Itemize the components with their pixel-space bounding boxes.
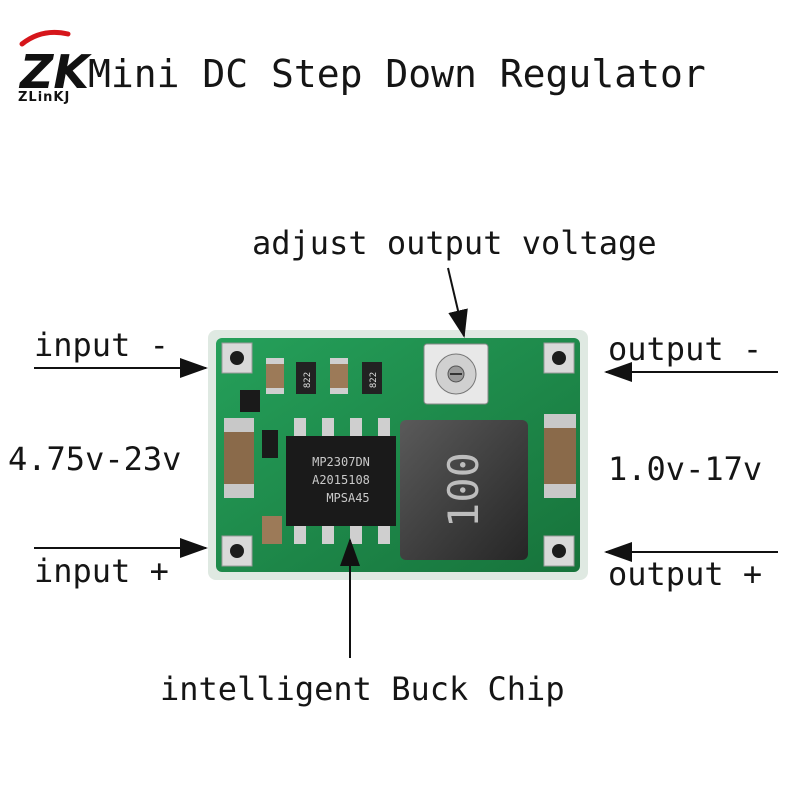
output-pos-pad xyxy=(543,535,575,567)
brand-logo-text: ZLinKJ xyxy=(18,90,71,105)
page-title: Mini DC Step Down Regulator xyxy=(88,52,706,96)
resistor-822-2: 822 xyxy=(362,362,382,394)
input-pos-label: input + xyxy=(34,552,169,590)
buck-chip-label: intelligent Buck Chip xyxy=(160,670,565,708)
resistor-822-1: 822 xyxy=(296,362,316,394)
output-neg-label: output - xyxy=(608,330,763,368)
chip-line-2: A2015108 xyxy=(312,473,370,487)
input-pos-pad xyxy=(221,535,253,567)
output-neg-pad xyxy=(543,342,575,374)
smd-part-left-1 xyxy=(262,430,278,458)
inductor-marking: 100 xyxy=(439,452,488,528)
potentiometer xyxy=(423,343,489,405)
input-capacitor xyxy=(224,418,254,498)
adjust-voltage-label: adjust output voltage xyxy=(252,224,657,262)
inductor: 100 xyxy=(400,420,528,560)
brand-logo-icon: ZK xyxy=(18,29,92,99)
input-neg-label: input - xyxy=(34,326,169,364)
adjust-arrow xyxy=(447,267,468,338)
chip-line-1: MP2307DN xyxy=(312,455,370,469)
smd-diode xyxy=(240,390,260,412)
input-range-label: 4.75v-23v xyxy=(8,440,182,478)
resistor-822-2-label: 822 xyxy=(369,372,379,388)
buck-chip: MP2307DN A2015108 MPSA45 xyxy=(286,418,396,544)
smd-capacitor-1 xyxy=(266,358,284,394)
input-neg-pad xyxy=(221,342,253,374)
output-pos-label: output + xyxy=(608,555,763,593)
chip-line-3: MPSA45 xyxy=(326,491,369,505)
output-capacitor xyxy=(544,414,576,498)
output-range-label: 1.0v-17v xyxy=(608,450,763,488)
smd-part-left-2 xyxy=(262,516,282,544)
brand-logo-mark: ZK xyxy=(18,45,92,99)
smd-capacitor-2 xyxy=(330,358,348,394)
resistor-822-1-label: 822 xyxy=(303,372,313,388)
